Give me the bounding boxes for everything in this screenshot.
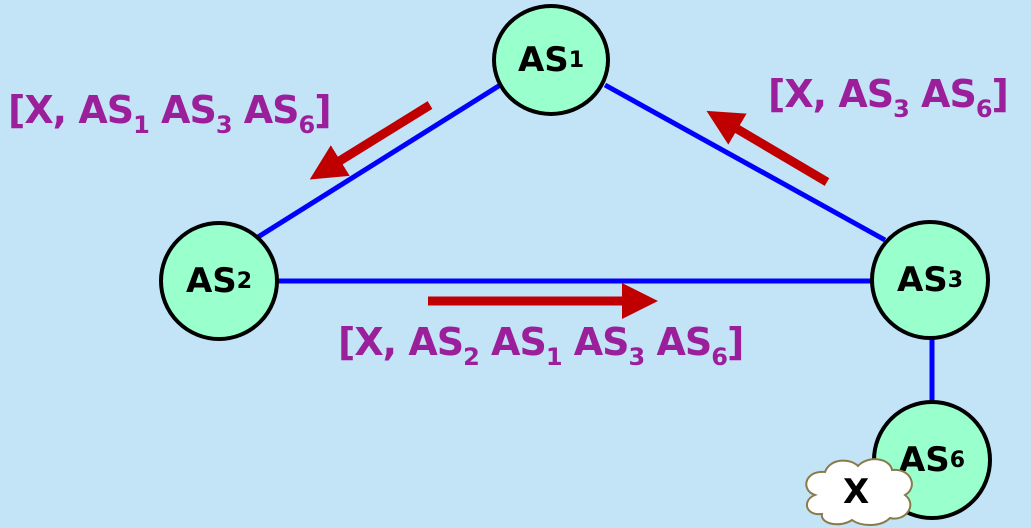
label-subscript: 1 <box>545 343 563 371</box>
label-text: AS <box>644 320 712 364</box>
arrow-as1-to-as2 <box>309 101 433 180</box>
label-text: [X, AS <box>768 72 894 116</box>
label-subscript: 2 <box>463 343 480 371</box>
arrow-as3-to-as1 <box>706 110 830 186</box>
label-subscript: 3 <box>215 111 233 139</box>
prefix-label: X <box>843 472 870 512</box>
node-subscript: 3 <box>947 267 964 293</box>
label-text: ] <box>991 72 1009 116</box>
node-subscript: 6 <box>949 447 966 473</box>
label-text: AS <box>231 88 300 132</box>
node-label: AS <box>517 40 569 80</box>
path-label-as1-to-as2: [X, AS1 AS3 AS6] <box>8 88 332 139</box>
label-subscript: 3 <box>893 95 910 123</box>
label-subscript: 3 <box>628 343 646 371</box>
link-as1-as3 <box>603 82 887 243</box>
label-text: ] <box>726 320 744 364</box>
label-text: AS <box>561 320 630 364</box>
label-text: AS <box>478 320 547 364</box>
label-subscript: 6 <box>711 343 728 371</box>
label-text: AS <box>908 72 977 116</box>
path-label-as3-to-as1: [X, AS3 AS6] <box>768 72 1009 123</box>
path-label-as2-to-as3: [X, AS2 AS1 AS3 AS6] <box>338 320 744 371</box>
link-as1-as2 <box>256 79 507 240</box>
node-label: AS <box>185 261 237 301</box>
label-subscript: 6 <box>298 111 316 139</box>
label-text: ] <box>314 88 331 132</box>
label-text: AS <box>148 88 217 132</box>
label-text: [X, AS <box>338 320 464 364</box>
label-subscript: 6 <box>975 95 993 123</box>
label-subscript: 1 <box>133 111 150 139</box>
node-subscript: 1 <box>568 47 585 73</box>
node-subscript: 2 <box>236 268 253 294</box>
node-label: AS <box>896 260 948 300</box>
label-text: [X, AS <box>8 88 134 132</box>
